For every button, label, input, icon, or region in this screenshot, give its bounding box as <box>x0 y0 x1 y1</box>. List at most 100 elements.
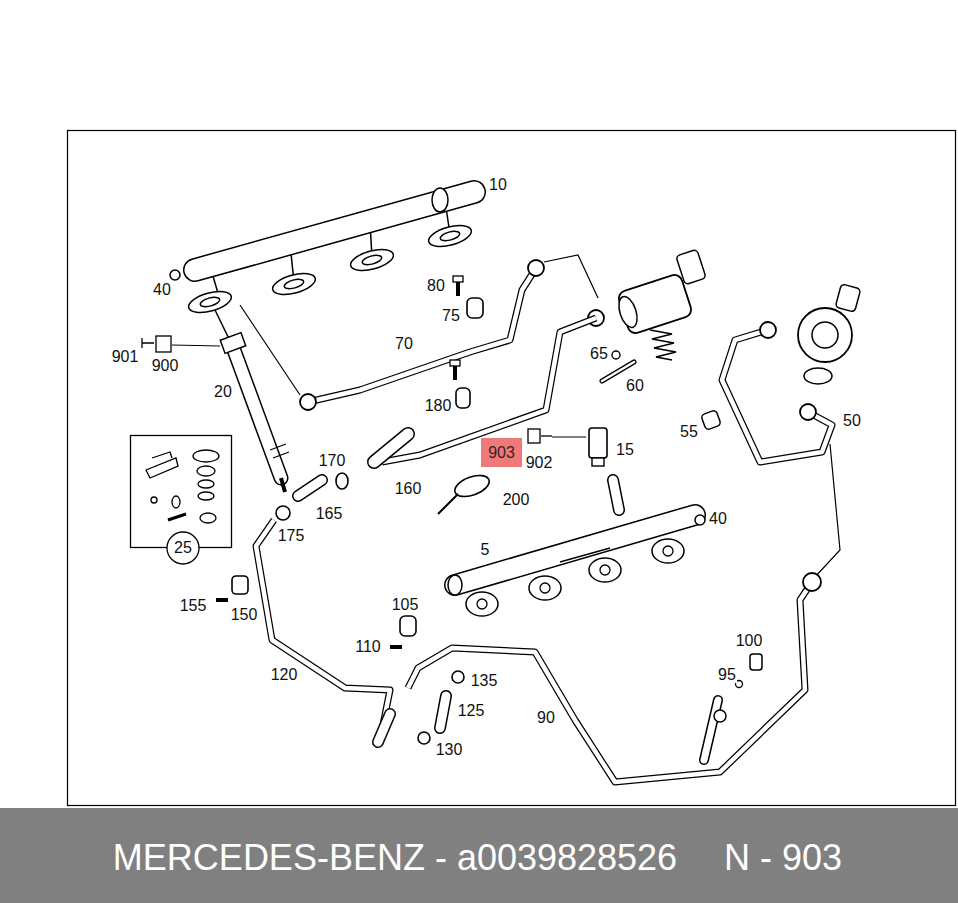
bolt <box>216 598 228 602</box>
pipe-clip <box>714 710 726 722</box>
rail-flange <box>466 592 498 616</box>
bracket <box>704 700 718 760</box>
rail-body <box>455 515 695 585</box>
kit-seal <box>193 450 219 462</box>
rail-flange-hole <box>477 599 487 609</box>
bolt-head <box>450 360 460 366</box>
callout-number: 90 <box>536 710 556 726</box>
sensor-body <box>589 428 607 458</box>
fitting <box>378 714 390 742</box>
bracket <box>232 576 248 594</box>
rail-flange <box>652 539 684 563</box>
kit-seal <box>200 513 216 523</box>
fuel-line <box>408 573 821 782</box>
pump-flange <box>804 368 832 384</box>
fitting <box>374 434 408 462</box>
bolt <box>390 645 402 649</box>
bolt <box>695 515 705 525</box>
callout-number: 100 <box>735 633 764 649</box>
callout-number: 5 <box>480 542 491 558</box>
pipe-outline <box>256 520 390 740</box>
fuel-line <box>216 473 464 744</box>
sensor-port <box>613 480 619 510</box>
kit-part <box>172 496 180 508</box>
pipe-outline <box>308 268 536 402</box>
callout-number: 70 <box>394 336 414 352</box>
pipe <box>308 268 536 402</box>
tie-tail <box>438 494 458 514</box>
pipe-clip <box>467 298 483 318</box>
kit-seal <box>197 466 215 476</box>
bracket-outline <box>704 700 718 760</box>
callout-number: 125 <box>457 703 486 719</box>
pipe-clip <box>456 388 470 408</box>
part-number-caption: N - 903 <box>724 840 842 876</box>
callout-number: 120 <box>270 667 299 683</box>
rail-body-outline <box>455 515 695 585</box>
hose <box>298 480 322 496</box>
kit-clip-arm <box>152 452 172 458</box>
callout-number: 55 <box>679 424 699 440</box>
circle-outline <box>167 532 199 564</box>
fuel-rail-lower <box>448 515 705 616</box>
callout-number: 105 <box>391 597 420 613</box>
fuel-pump <box>701 284 861 430</box>
kit-part <box>151 497 157 503</box>
injector-outline <box>234 350 281 478</box>
rail-flange <box>426 222 473 251</box>
rail-flange <box>589 558 621 582</box>
callout-number: 200 <box>502 492 531 508</box>
rail-end <box>448 575 462 595</box>
fitting-outline <box>378 714 390 742</box>
rail-flange-hole <box>600 565 610 575</box>
pipe-outline <box>408 582 812 782</box>
part-number-caption: MERCEDES-BENZ - a0039828526 <box>113 840 677 876</box>
callout-number: 95 <box>717 667 737 683</box>
rail-flange-hole <box>439 230 460 243</box>
clip-symbol <box>156 336 171 352</box>
rail-flange-hole <box>283 278 304 291</box>
group-circle: 25 <box>166 531 200 565</box>
callout-number: 25 <box>174 540 192 556</box>
rail-flange-hole <box>361 254 382 267</box>
inset-frame <box>131 436 232 548</box>
callout-number: 50 <box>842 413 862 429</box>
pipe <box>408 582 812 782</box>
injector-ring <box>270 444 289 458</box>
fuel-rail-upper <box>170 188 474 316</box>
callout-number: 20 <box>213 384 233 400</box>
callout-number: 40 <box>708 511 728 527</box>
callout-number: 900 <box>151 358 180 374</box>
fitting <box>701 410 722 431</box>
bolt <box>170 270 180 280</box>
rail-flange-hole <box>199 296 220 309</box>
title-band: MERCEDES-BENZ - a0039828526 N - 903 <box>0 808 958 903</box>
drawing-frame <box>68 131 956 806</box>
tie-loop <box>452 471 492 500</box>
callout-number: 135 <box>470 673 499 689</box>
bolt-head <box>453 276 463 282</box>
callout-number: 60 <box>625 378 645 394</box>
injector-connector <box>220 333 245 354</box>
pipe-nut <box>800 404 816 420</box>
bolt <box>612 351 620 359</box>
clip-symbol <box>528 429 540 443</box>
hose-outline <box>440 696 446 728</box>
callout-number: 15 <box>615 442 635 458</box>
pipe-nut <box>760 322 776 338</box>
kit-part <box>168 514 186 520</box>
high-pressure-pump <box>588 249 706 381</box>
callout-number: 160 <box>394 481 423 497</box>
rail-fitting <box>432 188 448 212</box>
callout-number: 65 <box>589 346 609 362</box>
small-parts <box>450 276 483 408</box>
callout-number: 10 <box>488 177 508 193</box>
leader-line <box>172 345 220 346</box>
repair-kit-inset <box>131 436 232 548</box>
seal-ring <box>276 506 290 520</box>
callout-number: 165 <box>315 506 344 522</box>
pump-connector <box>676 249 706 284</box>
